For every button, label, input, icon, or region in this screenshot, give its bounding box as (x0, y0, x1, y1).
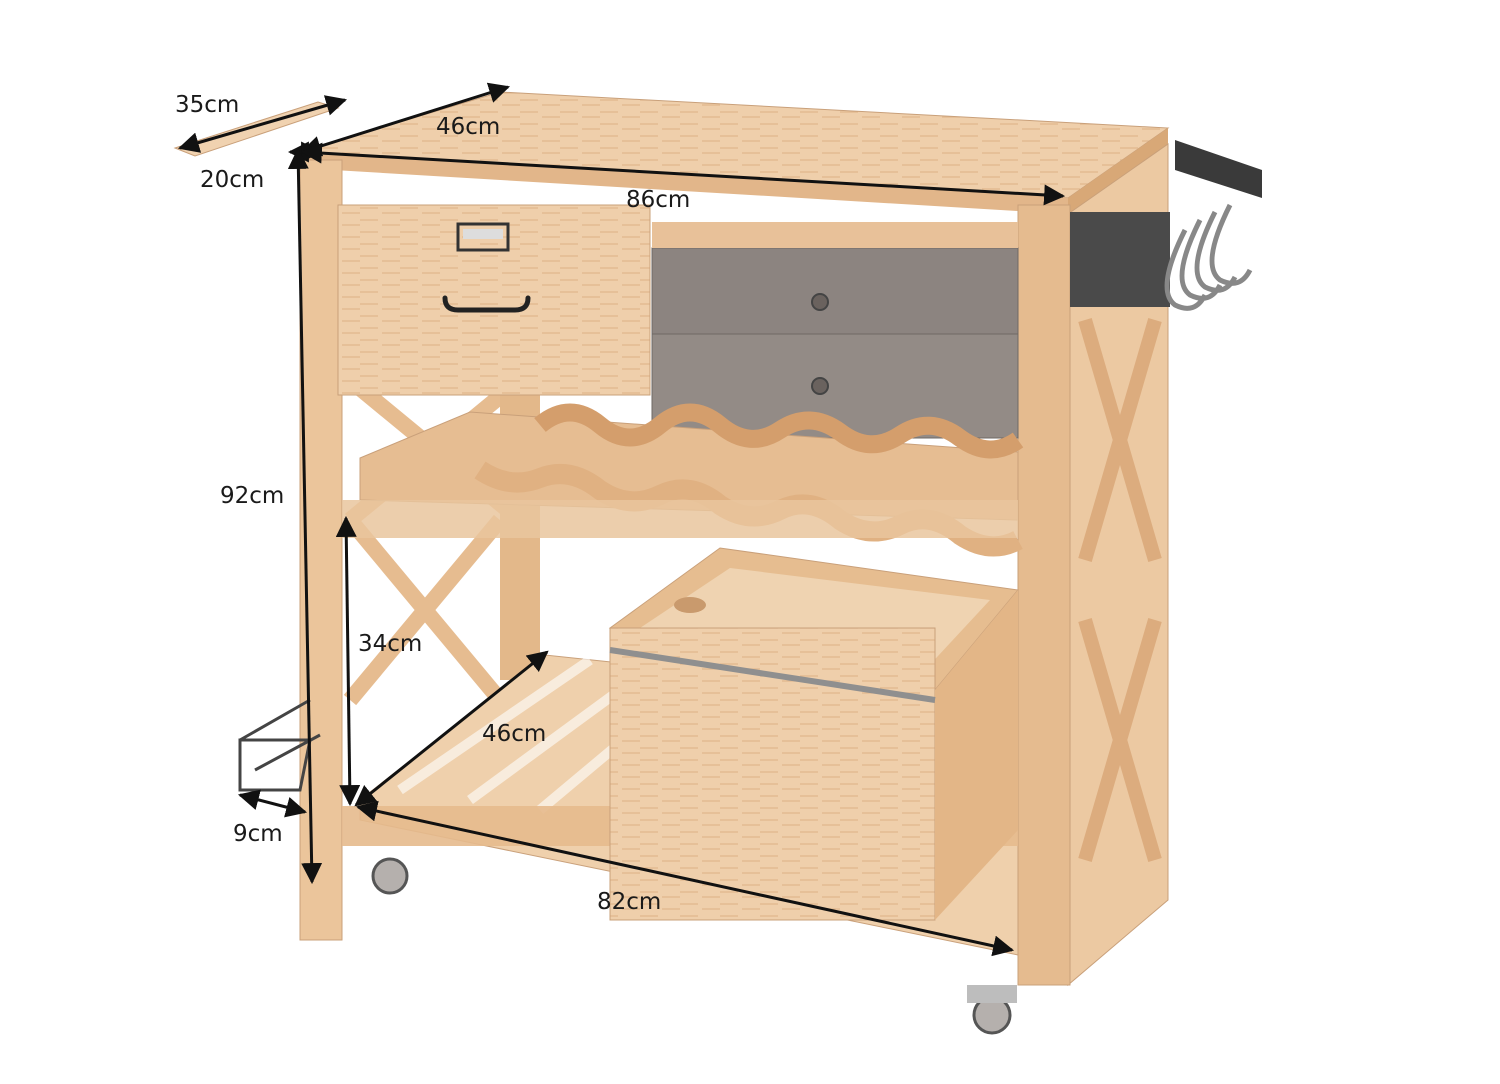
crate-front (609, 627, 936, 921)
label-shelf-depth: 35cm (175, 92, 240, 118)
arrow-top-depth (299, 82, 511, 157)
label-holder-icon (456, 222, 510, 252)
arrow-total-height (287, 147, 323, 885)
front-right-leg (1017, 204, 1071, 986)
drawer-top-rail (652, 222, 1018, 248)
drawer-handle-icon (442, 295, 531, 313)
arrow-bottom-width (355, 800, 1015, 957)
wine-rack-shelf (359, 411, 1019, 521)
right-x-brace (1078, 318, 1162, 862)
towel-rack-bracket (1175, 140, 1262, 198)
arrow-clearance (335, 515, 361, 807)
hook-icon (1164, 203, 1253, 311)
drawer-knob-icon-lower (811, 377, 829, 395)
towel-rack-side (1070, 212, 1170, 307)
cart-top-side-edge (1068, 128, 1168, 214)
label-holder-inner (463, 229, 503, 239)
wine-rack-front-bar (342, 500, 1018, 538)
drawer-knob-icon (811, 293, 829, 311)
wine-rack-back-rail (534, 403, 1024, 459)
label-shelf-width: 20cm (200, 167, 265, 193)
label-bottom-depth: 46cm (482, 721, 547, 747)
label-bottom-clearance: 34cm (358, 631, 423, 657)
wheel-mount (967, 985, 1017, 1003)
crate-handle-icon (674, 597, 706, 613)
wheel-icon-front-left (371, 857, 409, 895)
dark-drawer-upper (651, 247, 1019, 335)
arrow-top-width (300, 142, 1066, 206)
crate-metal-band (609, 647, 936, 703)
dimension-arrows (177, 82, 1066, 957)
label-total-height: 92cm (220, 483, 285, 509)
label-bottom-width: 82cm (597, 889, 662, 915)
arrow-bottom-depth (354, 650, 549, 807)
label-side-rack-depth: 9cm (233, 821, 283, 847)
label-top-depth: 46cm (436, 114, 501, 140)
arrow-rack-depth (237, 789, 308, 818)
label-top-width: 86cm (626, 187, 691, 213)
